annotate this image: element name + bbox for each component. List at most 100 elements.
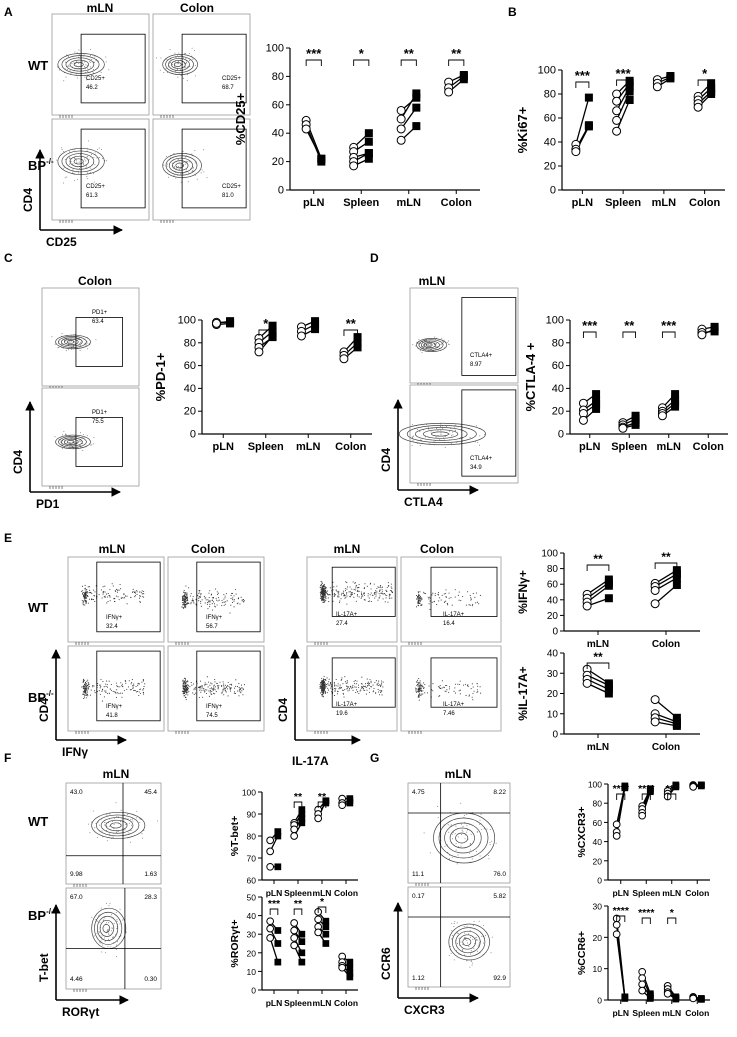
- flow-event-dot: [322, 696, 324, 698]
- flow-event-dot: [224, 690, 227, 692]
- flow-event-dot: [85, 684, 87, 686]
- flow-event-dot: [186, 592, 188, 594]
- flow-event-dot: [360, 597, 362, 599]
- flow-event-dot: [363, 594, 366, 596]
- flow-event-dot: [131, 678, 133, 681]
- flow-event-dot: [179, 168, 181, 170]
- y-tick-label: 50: [247, 893, 257, 903]
- flow-event-dot: [451, 838, 453, 840]
- flow-event-dot: [183, 686, 185, 688]
- flow-event-dot: [388, 597, 390, 599]
- wt-point: [211, 318, 221, 328]
- flow-event-dot: [319, 595, 322, 597]
- flow-event-dot: [91, 916, 93, 918]
- flow-event-dot: [421, 684, 423, 686]
- flow-plot-frame: [51, 13, 150, 116]
- x-tick-label: Colon: [441, 197, 472, 209]
- flow-event-dot: [427, 344, 429, 346]
- significance-bracket: [622, 331, 637, 338]
- flow-event-dot: [130, 824, 132, 826]
- flow-event-dot: [194, 162, 196, 164]
- flow-event-dot: [468, 945, 470, 947]
- flow-event-dot: [482, 942, 484, 944]
- flow-event-dot: [184, 682, 187, 684]
- x-tick-label: mLN: [587, 742, 609, 753]
- flow-event-dot: [242, 694, 244, 696]
- flow-event-dot: [105, 829, 107, 831]
- flow-event-dot: [103, 686, 105, 688]
- flow-event-dot: [207, 681, 210, 683]
- significance-stars: *: [263, 316, 269, 331]
- flow-event-dot: [484, 433, 486, 435]
- flow-event-dot: [186, 74, 188, 76]
- flow-event-dot: [125, 682, 127, 684]
- flow-event-dot: [243, 684, 245, 686]
- flow-event-dot: [191, 600, 193, 602]
- flow-event-dot: [99, 931, 101, 933]
- flow-plot-frame: [65, 782, 162, 885]
- flow-event-dot: [185, 691, 188, 693]
- contour-ring: [73, 158, 84, 165]
- flow-event-dot: [465, 694, 467, 696]
- panel-letter-D: D: [370, 251, 379, 265]
- flow-event-dot: [132, 588, 134, 590]
- flow-event-dot: [337, 592, 339, 594]
- flow-event-dot: [355, 584, 357, 586]
- flow-event-dot: [332, 593, 334, 595]
- bp-point: [346, 969, 354, 977]
- panel-letter-E: E: [4, 531, 12, 545]
- pair-connector: [269, 937, 279, 963]
- flow-event-dot: [214, 606, 216, 608]
- flow-event-dot: [470, 950, 472, 952]
- flow-event-dot: [419, 687, 421, 689]
- flow-event-dot: [174, 166, 176, 168]
- flow-event-dot: [84, 588, 86, 590]
- flow-event-dot: [225, 686, 227, 689]
- flow-event-dot: [335, 685, 337, 687]
- flow-event-dot: [338, 590, 340, 592]
- flow-event-dot: [475, 936, 477, 938]
- flow-event-dot: [479, 686, 481, 688]
- flow-event-dot: [437, 435, 439, 437]
- flow-event-dot: [120, 682, 122, 684]
- flow-event-dot: [186, 600, 188, 602]
- flow-event-dot: [429, 443, 431, 445]
- flow-event-dot: [206, 177, 208, 179]
- flow-event-dot: [187, 181, 189, 183]
- flow-event-dot: [105, 683, 107, 685]
- bp-point: [621, 995, 629, 1002]
- contour-ring: [431, 431, 449, 437]
- flow-event-dot: [182, 686, 184, 688]
- flow-event-dot: [182, 150, 184, 152]
- flow-event-dot: [323, 583, 325, 585]
- flow-event-dot: [356, 594, 359, 596]
- flow-event-dot: [237, 597, 239, 599]
- flow-event-dot: [469, 852, 471, 854]
- flow-event-dot: [105, 902, 107, 904]
- flow-event-dot: [87, 688, 89, 690]
- flow-event-dot: [329, 594, 331, 596]
- contour-ring: [448, 923, 490, 961]
- flow-event-dot: [139, 595, 141, 597]
- flow-event-dot: [116, 941, 118, 943]
- flow-event-dot: [115, 682, 117, 684]
- flow-event-dot: [320, 687, 322, 689]
- bp-point: [346, 964, 354, 972]
- contour-ring: [449, 827, 475, 849]
- x-tick-label: pLN: [572, 197, 593, 209]
- flow-event-dot: [130, 689, 132, 691]
- flow-event-dot: [323, 683, 325, 685]
- flow-event-dot: [188, 587, 190, 589]
- flow-event-dot: [87, 140, 89, 142]
- flow-event-dot: [186, 595, 188, 597]
- flow-event-dot: [344, 676, 346, 678]
- flow-event-dot: [193, 687, 195, 689]
- axis-D-x-label: CTLA4: [404, 495, 443, 509]
- bp-point: [672, 995, 680, 1003]
- wt-point: [612, 126, 622, 136]
- y-tick-label: 40: [593, 837, 603, 847]
- flow-event-dot: [217, 592, 219, 594]
- wt-point: [638, 811, 647, 820]
- flow-event-dot: [102, 680, 104, 682]
